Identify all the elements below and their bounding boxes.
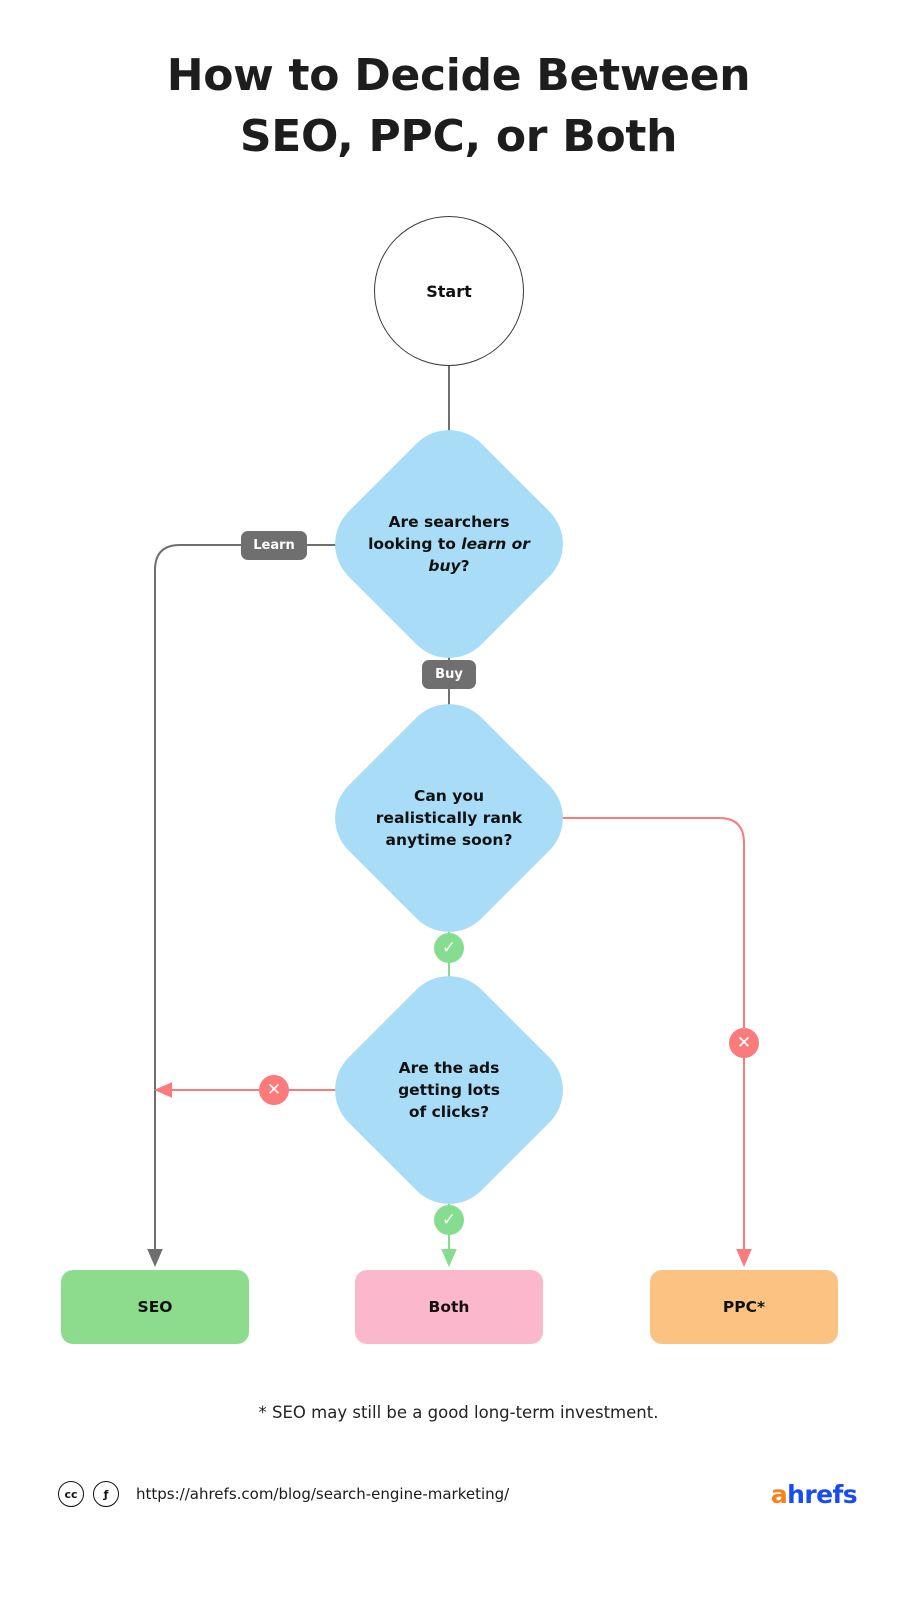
decision-node-rank-label: Can you realistically rank anytime soon? — [355, 724, 543, 912]
decision3-line-1: Are the ads — [398, 1059, 500, 1077]
creative-commons-icon: cc — [58, 1481, 84, 1507]
check-icon-yes-rank: ✓ — [434, 933, 464, 963]
decision1-text-before: Are searchers looking to — [368, 513, 510, 553]
result-node-seo[interactable]: SEO — [61, 1270, 249, 1344]
edge-label-buy[interactable]: Buy — [422, 660, 476, 689]
result-node-both[interactable]: Both — [355, 1270, 543, 1344]
ahrefs-logo-rest: hrefs — [787, 1480, 857, 1509]
edge-no-rank-to-ppc — [544, 817, 752, 1267]
ahrefs-logo[interactable]: ahrefs — [770, 1480, 858, 1509]
edge-learn-to-seo — [147, 544, 355, 1267]
decision-node-rank[interactable]: Can you realistically rank anytime soon? — [316, 685, 582, 951]
footnote: * SEO may still be a good long-term inve… — [258, 1403, 659, 1422]
decision1-text-after: ? — [460, 557, 470, 575]
close-icon-no-rank: ✕ — [729, 1028, 759, 1058]
decision2-line-1: Can you — [413, 787, 485, 805]
page-title-line-2: SEO, PPC, or Both — [239, 110, 678, 162]
decision2-line-2: realistically rank — [375, 809, 523, 827]
decision3-line-2: getting lots — [398, 1081, 500, 1099]
decision-node-ads-label: Are the ads getting lots of clicks? — [355, 996, 543, 1184]
decision-node-intent-label: Are searchers looking to learn or buy? — [355, 450, 543, 638]
cc-by-person-icon: ƒ — [93, 1481, 119, 1507]
decision1-text-italic: learn or buy — [428, 535, 530, 575]
edge-label-learn[interactable]: Learn — [241, 531, 307, 560]
page-title: How to Decide Between SEO, PPC, or Both — [0, 46, 917, 167]
decision3-line-3: of clicks? — [408, 1103, 490, 1121]
result-node-ppc[interactable]: PPC* — [650, 1270, 838, 1344]
page-title-line-1: How to Decide Between — [166, 50, 751, 101]
source-url[interactable]: https://ahrefs.com/blog/search-engine-ma… — [136, 1485, 510, 1503]
ahrefs-logo-a: a — [770, 1480, 788, 1509]
footer-attribution: cc ƒ https://ahrefs.com/blog/search-engi… — [58, 1481, 509, 1507]
decision2-line-3: anytime soon? — [385, 831, 513, 849]
close-icon-no-ads: ✕ — [259, 1075, 289, 1105]
decision-node-intent[interactable]: Are searchers looking to learn or buy? — [316, 411, 582, 677]
decision-node-ads[interactable]: Are the ads getting lots of clicks? — [316, 957, 582, 1223]
check-icon-yes-ads: ✓ — [434, 1205, 464, 1235]
start-node[interactable]: Start — [374, 216, 524, 366]
